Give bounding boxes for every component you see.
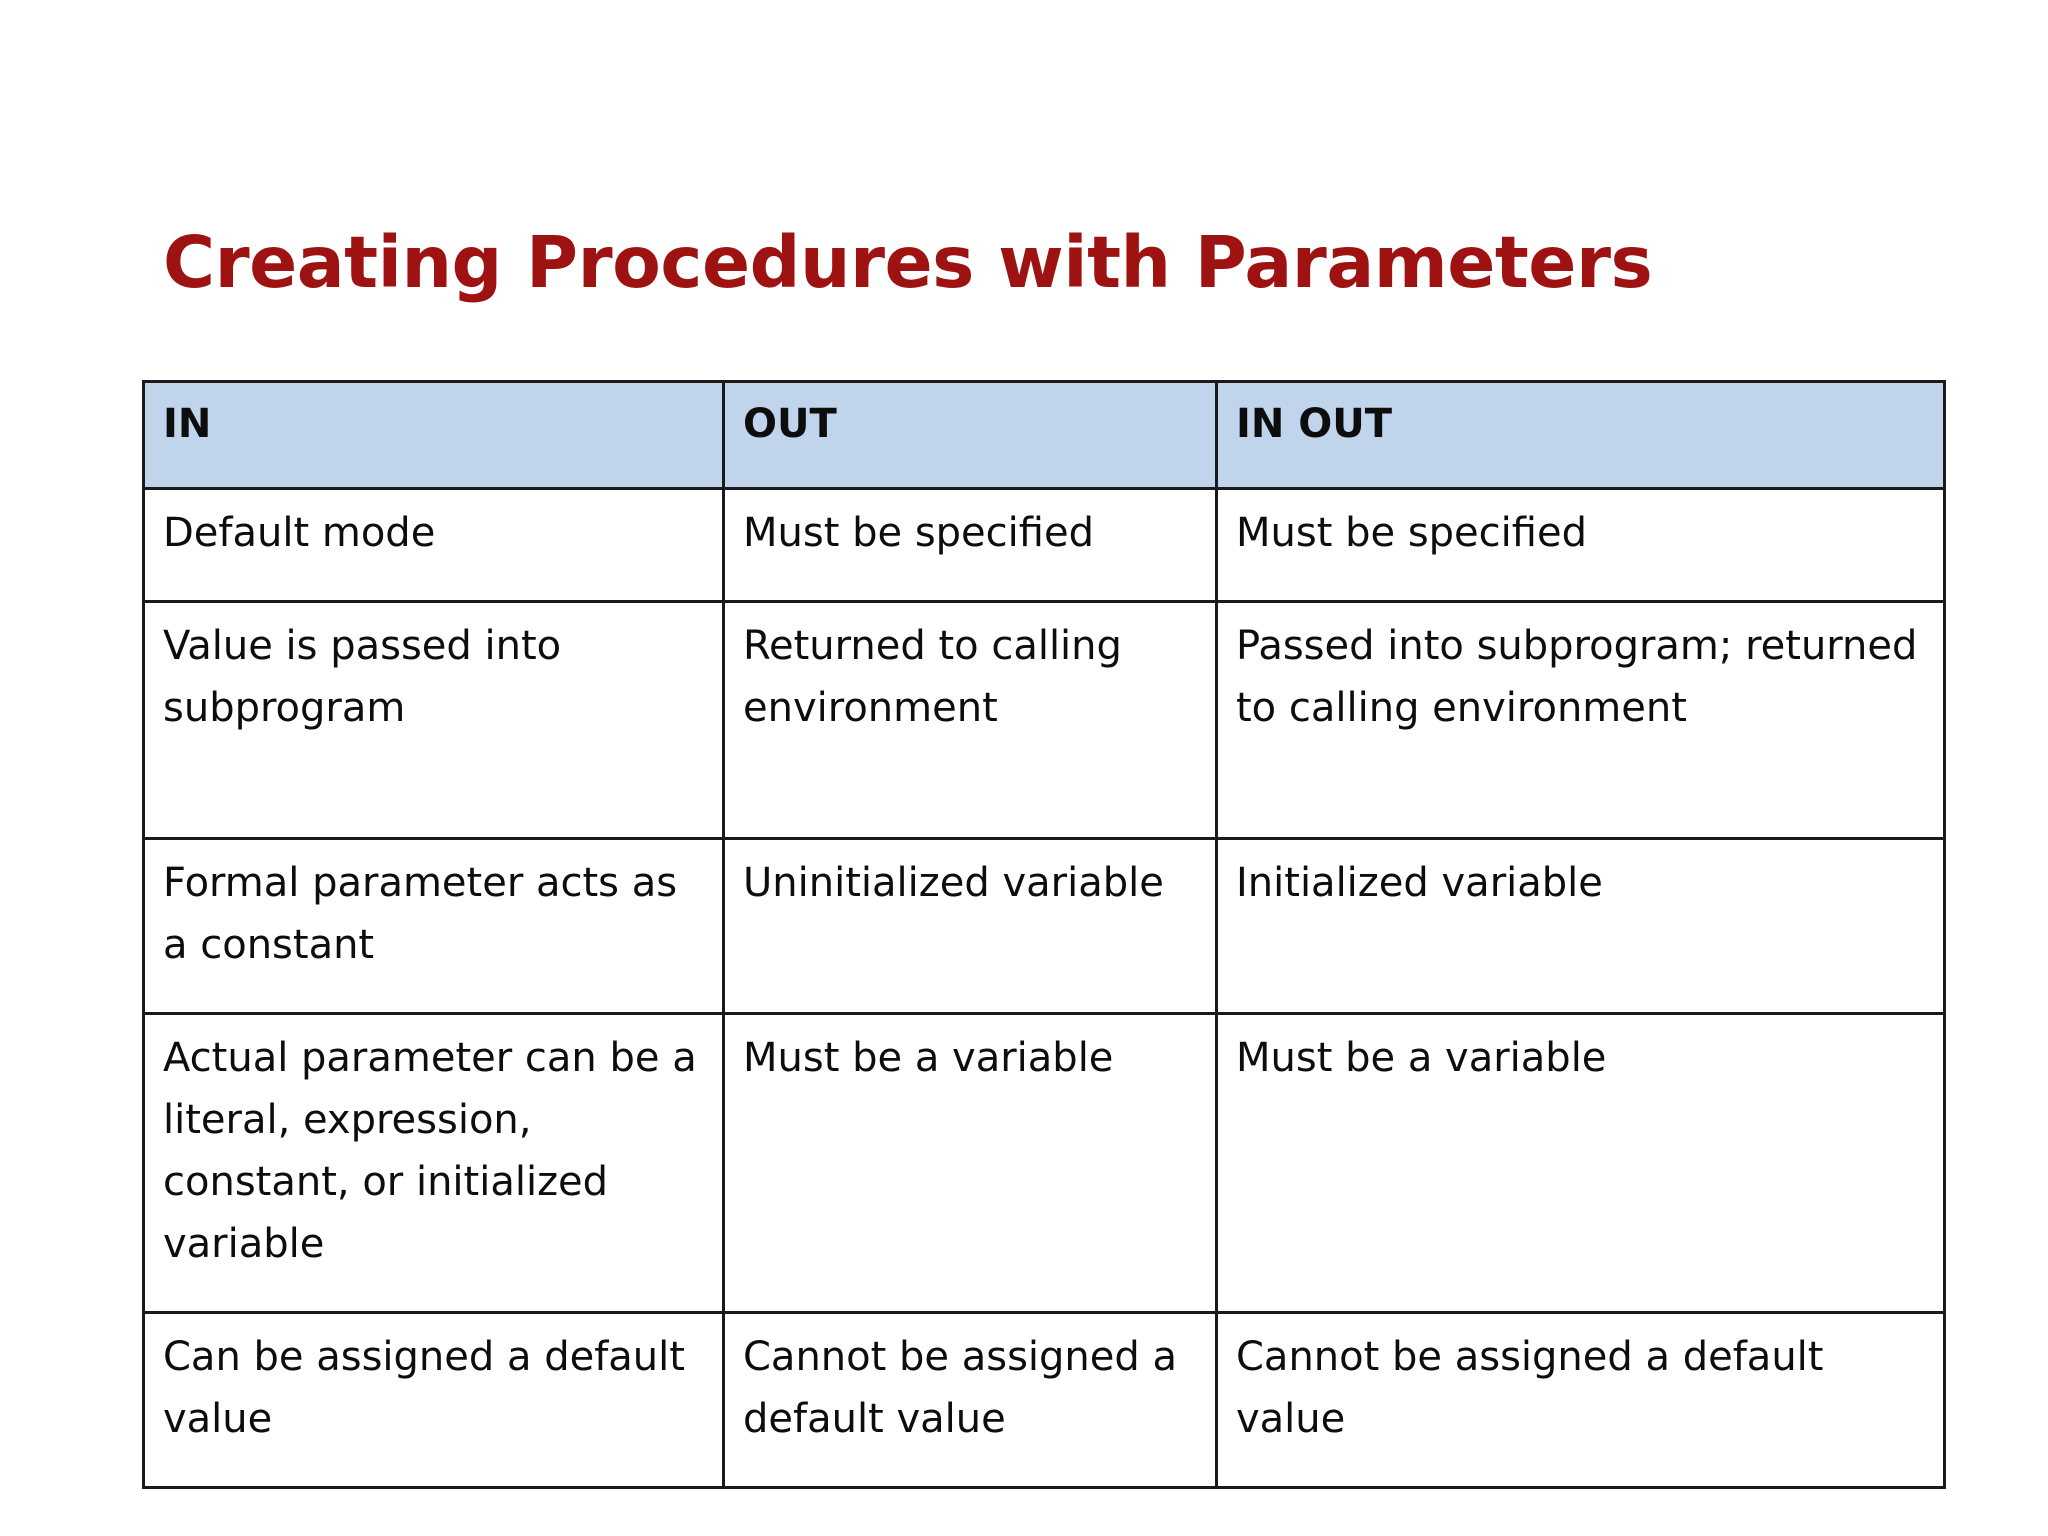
table-header: IN OUT IN OUT xyxy=(142,380,1946,490)
cell-out: Uninitialized variable xyxy=(722,837,1218,1015)
table-row: Actual parameter can be a literal, expre… xyxy=(142,1012,1946,1314)
table-row: Can be assigned a default value Cannot b… xyxy=(142,1311,1946,1489)
cell-in: Actual parameter can be a literal, expre… xyxy=(142,1012,725,1314)
cell-in-out: Passed into subprogram; returned to call… xyxy=(1215,600,1946,840)
cell-in: Formal parameter acts as a constant xyxy=(142,837,725,1015)
cell-out: Returned to calling environment xyxy=(722,600,1218,840)
table-header-row: IN OUT IN OUT xyxy=(142,380,1946,490)
table-row: Value is passed into subprogram Returned… xyxy=(142,600,1946,840)
page-title: Creating Procedures with Parameters xyxy=(163,220,1653,304)
parameter-modes-table: IN OUT IN OUT Default mode Must be speci… xyxy=(142,380,1946,1489)
table-row: Formal parameter acts as a constant Unin… xyxy=(142,837,1946,1015)
cell-out: Cannot be assigned a default value xyxy=(722,1311,1218,1489)
cell-out: Must be a variable xyxy=(722,1012,1218,1314)
cell-in: Value is passed into subprogram xyxy=(142,600,725,840)
cell-in-out: Initialized variable xyxy=(1215,837,1946,1015)
table-row: Default mode Must be specified Must be s… xyxy=(142,487,1946,603)
cell-in-out: Must be a variable xyxy=(1215,1012,1946,1314)
column-header-in-out: IN OUT xyxy=(1215,380,1946,490)
column-header-out: OUT xyxy=(722,380,1218,490)
cell-in: Can be assigned a default value xyxy=(142,1311,725,1489)
cell-in-out: Cannot be assigned a default value xyxy=(1215,1311,1946,1489)
cell-in: Default mode xyxy=(142,487,725,603)
cell-in-out: Must be specified xyxy=(1215,487,1946,603)
parameter-modes-table-container: IN OUT IN OUT Default mode Must be speci… xyxy=(142,380,1946,1489)
cell-out: Must be specified xyxy=(722,487,1218,603)
table-body: Default mode Must be specified Must be s… xyxy=(142,487,1946,1489)
column-header-in: IN xyxy=(142,380,725,490)
